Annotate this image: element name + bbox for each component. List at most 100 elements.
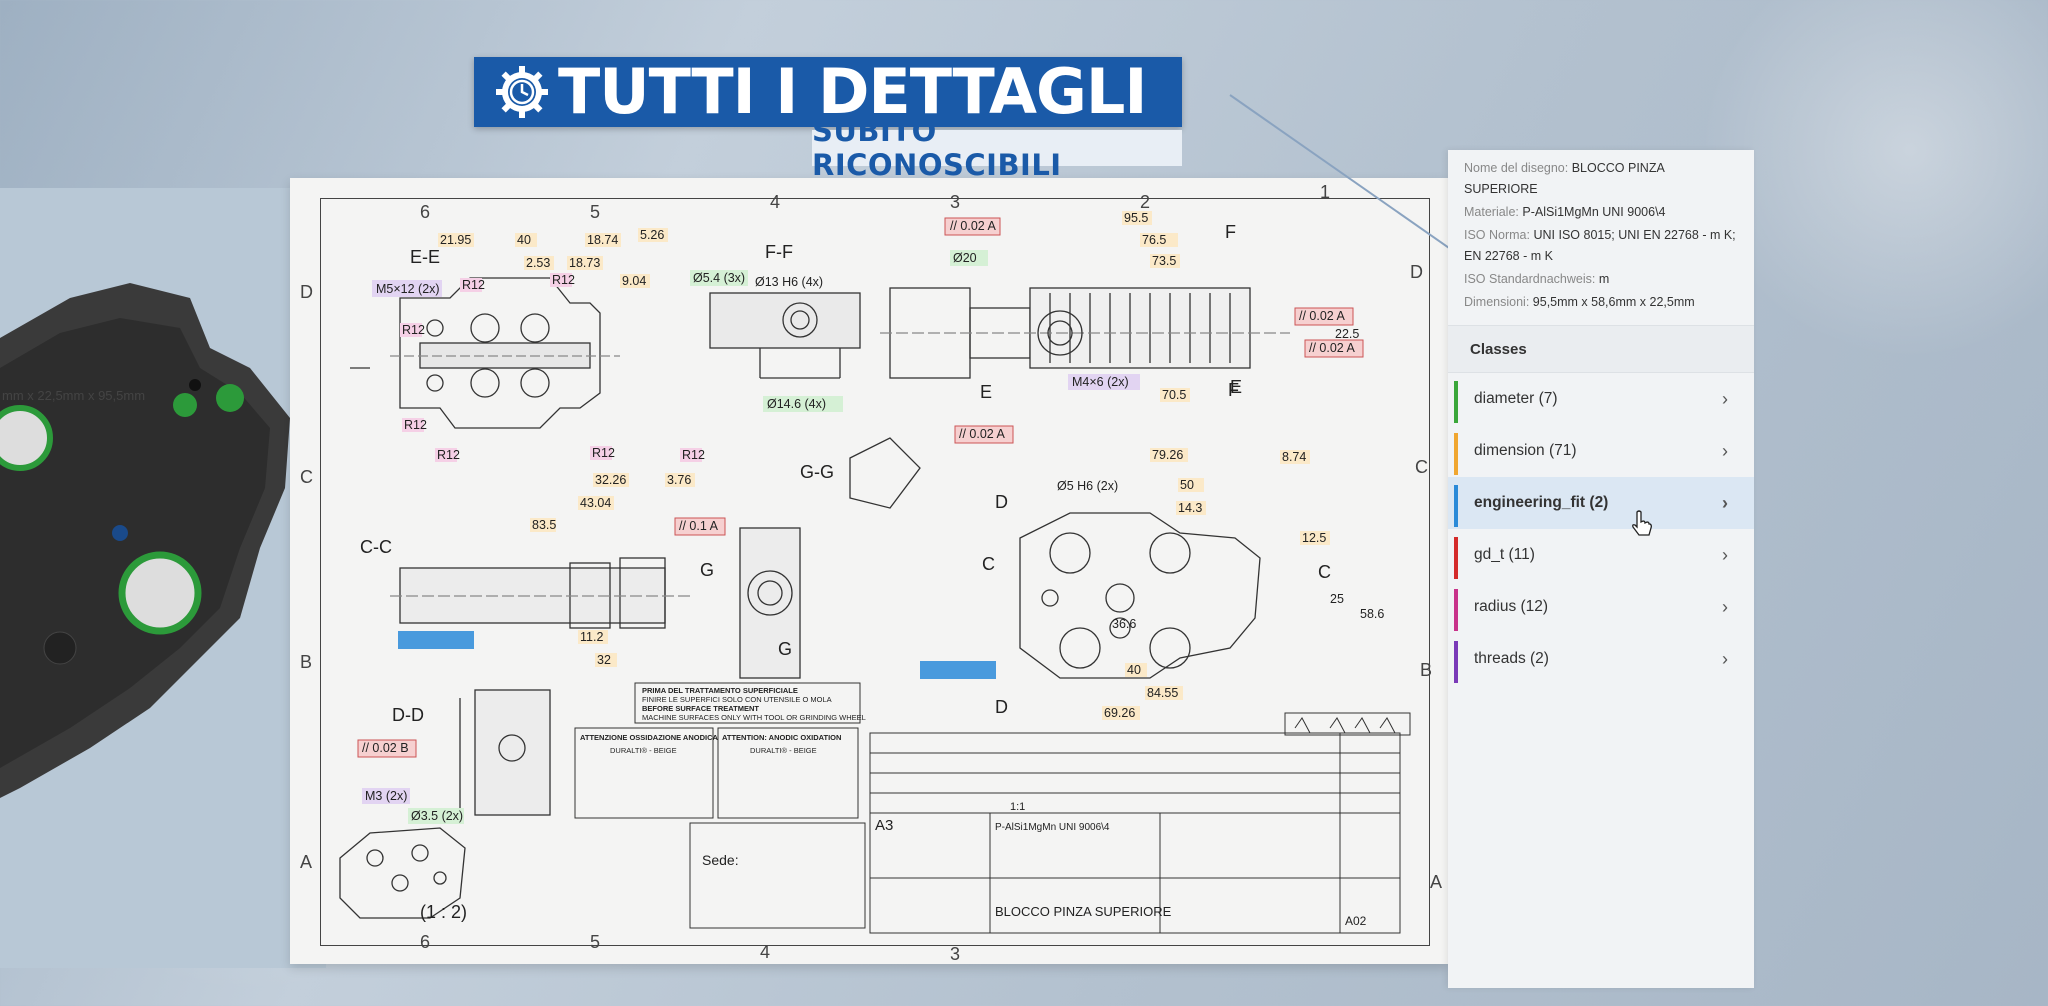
dimension-label: 40 bbox=[1127, 663, 1141, 677]
diameter-callout: Ø3.5 (2x) bbox=[411, 809, 463, 823]
classes-list: diameter (7)›dimension (71)›engineering_… bbox=[1448, 373, 1754, 685]
dimension-label: 50 bbox=[1180, 478, 1194, 492]
chevron-right-icon: › bbox=[1722, 492, 1728, 513]
zone-letter: C bbox=[300, 467, 313, 487]
note-text: FINIRE LE SUPERFICI SOLO CON UTENSILE O … bbox=[642, 695, 832, 704]
dimension-label: 58.6 bbox=[1360, 607, 1384, 621]
dimension-label: 40 bbox=[517, 233, 531, 247]
chevron-right-icon: › bbox=[1722, 440, 1728, 461]
thread-callout: M3 (2x) bbox=[365, 789, 407, 803]
chevron-right-icon: › bbox=[1722, 596, 1728, 617]
gear-clock-icon bbox=[496, 66, 548, 118]
thread-callout: M5×12 (2x) bbox=[376, 282, 440, 296]
class-label: dimension (71) bbox=[1474, 442, 1577, 459]
view-letter: E bbox=[980, 382, 992, 402]
diameter-callout: Ø20 bbox=[953, 251, 977, 265]
dimension-label: 14.3 bbox=[1178, 501, 1202, 515]
3d-viewer-panel[interactable]: mm x 22,5mm x 95,5mm bbox=[0, 188, 326, 968]
zone-letter: A bbox=[300, 852, 312, 872]
section-label: E-E bbox=[410, 247, 440, 267]
drawing-frame bbox=[320, 198, 1430, 946]
zone-number: 6 bbox=[420, 932, 430, 952]
section-label: C-C bbox=[360, 537, 392, 557]
surface-finish-symbol bbox=[1284, 712, 1411, 736]
meta-label: Nome del disegno: bbox=[1464, 161, 1569, 175]
svg-text:R12: R12 bbox=[552, 273, 575, 287]
zone-letter: B bbox=[1420, 660, 1432, 680]
dimension-label: 22.5 bbox=[1335, 327, 1359, 341]
note-text: MACHINE SURFACES ONLY WITH TOOL OR GRIND… bbox=[642, 713, 866, 722]
meta-value: BLOCCO PINZA SUPERIORE bbox=[1464, 161, 1665, 196]
dimension-label: 8.74 bbox=[1282, 450, 1306, 464]
zone-letter: D bbox=[300, 282, 313, 302]
diameter-callout: Ø5.4 (3x) bbox=[693, 271, 745, 285]
dimension-label: 73.5 bbox=[1152, 254, 1176, 268]
view-g bbox=[739, 437, 921, 679]
view-side bbox=[880, 287, 1290, 379]
note-text: DURALTI® - BEIGE bbox=[610, 746, 677, 755]
title-material: P-AlSi1MgMn UNI 9006\4 bbox=[995, 822, 1110, 833]
class-label: diameter (7) bbox=[1474, 390, 1558, 407]
svg-text:R12: R12 bbox=[682, 448, 705, 462]
dimension-label: 76.5 bbox=[1142, 233, 1166, 247]
class-item[interactable]: radius (12)› bbox=[1448, 581, 1754, 633]
view-isometric bbox=[339, 827, 466, 919]
gdt-callout: // 0.02 A bbox=[959, 427, 1006, 441]
class-label: engineering_fit (2) bbox=[1474, 494, 1609, 511]
sede-box: Sede: bbox=[689, 822, 866, 929]
zone-number: 6 bbox=[420, 202, 430, 222]
zone-letter: C bbox=[1415, 457, 1428, 477]
view-f-f bbox=[709, 292, 861, 379]
dimension-label: 25 bbox=[1330, 592, 1344, 606]
class-item[interactable]: engineering_fit (2) › bbox=[1448, 477, 1754, 529]
class-color-bar bbox=[1454, 641, 1458, 683]
surface-note: PRIMA DEL TRATTAMENTO SUPERFICIALE FINIR… bbox=[634, 682, 866, 724]
note-text: ATTENTION: ANODIC OXIDATION bbox=[722, 733, 841, 742]
title-block bbox=[869, 732, 1401, 934]
engineering-fit-highlights bbox=[398, 631, 996, 679]
zone-number: 3 bbox=[950, 192, 960, 212]
zone-number: 4 bbox=[760, 942, 770, 962]
view-letter: D bbox=[995, 697, 1008, 717]
svg-text:R12: R12 bbox=[462, 278, 485, 292]
class-color-bar bbox=[1454, 433, 1458, 475]
meta-label: Materiale: bbox=[1464, 205, 1519, 219]
view-letter: F bbox=[1225, 222, 1236, 242]
dimension-label: 32 bbox=[597, 653, 611, 667]
zone-number: 5 bbox=[590, 932, 600, 952]
meta-value: P-AlSi1MgMn UNI 9006\4 bbox=[1522, 205, 1666, 219]
class-item[interactable]: diameter (7)› bbox=[1448, 373, 1754, 425]
svg-text:R12: R12 bbox=[404, 418, 427, 432]
note-text: DURALTI® - BEIGE bbox=[750, 746, 817, 755]
anodic-note: ATTENZIONE OSSIDAZIONE ANODICA DURALTI® … bbox=[574, 727, 859, 819]
3d-part-model[interactable] bbox=[0, 188, 326, 968]
title-rev: A02 bbox=[1345, 914, 1367, 928]
dimension-label: 5.26 bbox=[640, 228, 664, 242]
viewer-dimensions: mm x 22,5mm x 95,5mm bbox=[2, 388, 146, 403]
gdt-callout: // 0.02 A bbox=[1309, 341, 1356, 355]
class-item[interactable]: gd_t (11)› bbox=[1448, 529, 1754, 581]
technical-drawing-sheet[interactable]: 6 5 4 3 2 1 6 5 4 3 D C B A D C B A E-E … bbox=[290, 178, 1448, 964]
class-item[interactable]: dimension (71) › bbox=[1448, 425, 1754, 477]
svg-text:R12: R12 bbox=[437, 448, 460, 462]
dimension-label: 36.6 bbox=[1112, 617, 1136, 631]
details-panel: Nome del disegno: BLOCCO PINZA SUPERIORE… bbox=[1448, 150, 1754, 988]
dimension-label: 69.26 bbox=[1104, 706, 1135, 720]
diameter-callout: Ø5 H6 (2x) bbox=[1057, 479, 1118, 493]
meta-value: UNI ISO 8015; UNI EN 22768 - m K; EN 227… bbox=[1464, 228, 1736, 263]
class-label: gd_t (11) bbox=[1474, 546, 1535, 563]
section-label: F-F bbox=[765, 242, 793, 262]
drawing-canvas: 6 5 4 3 2 1 6 5 4 3 D C B A D C B A E-E … bbox=[300, 182, 1442, 964]
zone-letter: B bbox=[300, 652, 312, 672]
scale-label: (1 : 2) bbox=[420, 902, 467, 922]
section-label: D-D bbox=[392, 705, 424, 725]
view-letter: C bbox=[1318, 562, 1331, 582]
view-c-c bbox=[390, 557, 690, 629]
headline-title: TUTTI I DETTAGLI bbox=[558, 55, 1147, 128]
meta-value: 95,5mm x 58,6mm x 22,5mm bbox=[1532, 295, 1695, 309]
headline-subtitle: SUBITO RICONOSCIBILI bbox=[812, 114, 1182, 182]
class-item[interactable]: threads (2)› bbox=[1448, 633, 1754, 685]
dimension-label: 9.04 bbox=[622, 274, 646, 288]
view-letter: D bbox=[995, 492, 1008, 512]
dimension-label: 83.5 bbox=[532, 518, 556, 532]
